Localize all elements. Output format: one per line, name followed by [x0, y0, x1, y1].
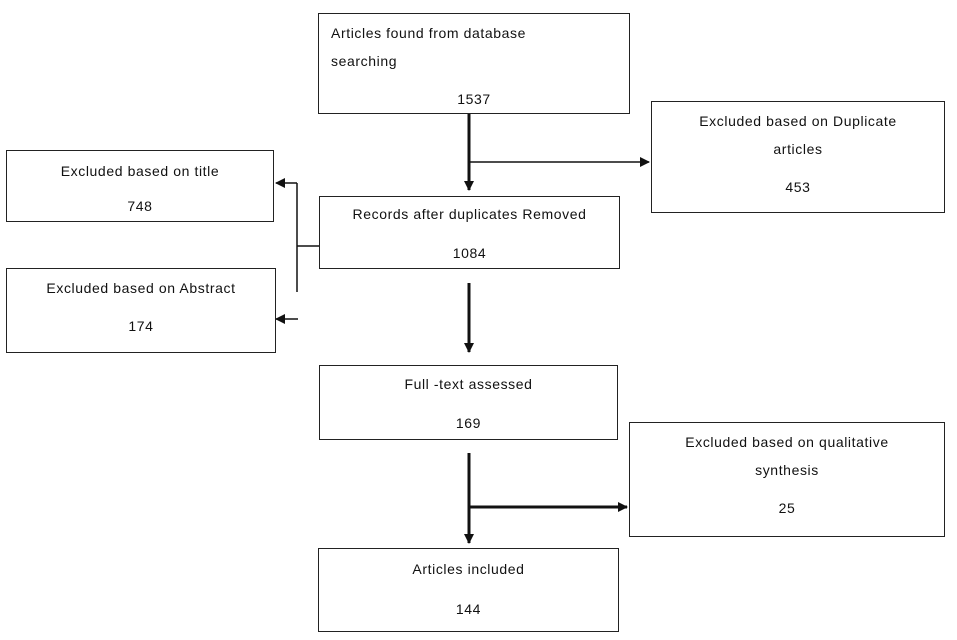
- title-excluded-label: Excluded based on title: [60, 163, 220, 179]
- qualitative-excluded-box: Excluded based on qualitative synthesis …: [629, 422, 945, 537]
- abstract-excluded-box: Excluded based on Abstract 174: [6, 268, 276, 353]
- articles-included-label: Articles included: [412, 561, 525, 577]
- qualitative-excluded-count: 25: [778, 500, 796, 516]
- database-search-count: 1537: [457, 91, 491, 107]
- database-search-label-line2: searching: [331, 53, 398, 69]
- abstract-excluded-count: 174: [128, 318, 154, 334]
- duplicates-excluded-label-line1: Excluded based on Duplicate: [699, 113, 897, 129]
- full-text-assessed-box: Full -text assessed 169: [319, 365, 618, 440]
- database-search-label-line1: Articles found from database: [331, 25, 527, 41]
- records-after-duplicates-box: Records after duplicates Removed 1084: [319, 196, 620, 269]
- articles-included-count: 144: [455, 601, 482, 617]
- duplicates-excluded-label-line2: articles: [773, 141, 823, 157]
- abstract-excluded-label: Excluded based on Abstract: [46, 280, 236, 296]
- articles-included-box: Articles included 144: [318, 548, 619, 632]
- title-excluded-count: 748: [127, 198, 153, 214]
- database-search-box: Articles found from database searching 1…: [318, 13, 630, 114]
- records-after-duplicates-count: 1084: [452, 245, 487, 261]
- full-text-assessed-label: Full -text assessed: [404, 376, 533, 392]
- qualitative-excluded-label-line2: synthesis: [755, 462, 819, 478]
- title-excluded-box: Excluded based on title 748: [6, 150, 274, 222]
- duplicates-excluded-box: Excluded based on Duplicate articles 453: [651, 101, 945, 213]
- duplicates-excluded-count: 453: [785, 179, 811, 195]
- full-text-assessed-count: 169: [455, 415, 482, 431]
- records-after-duplicates-label: Records after duplicates Removed: [352, 206, 587, 222]
- qualitative-excluded-label-line1: Excluded based on qualitative: [685, 434, 889, 450]
